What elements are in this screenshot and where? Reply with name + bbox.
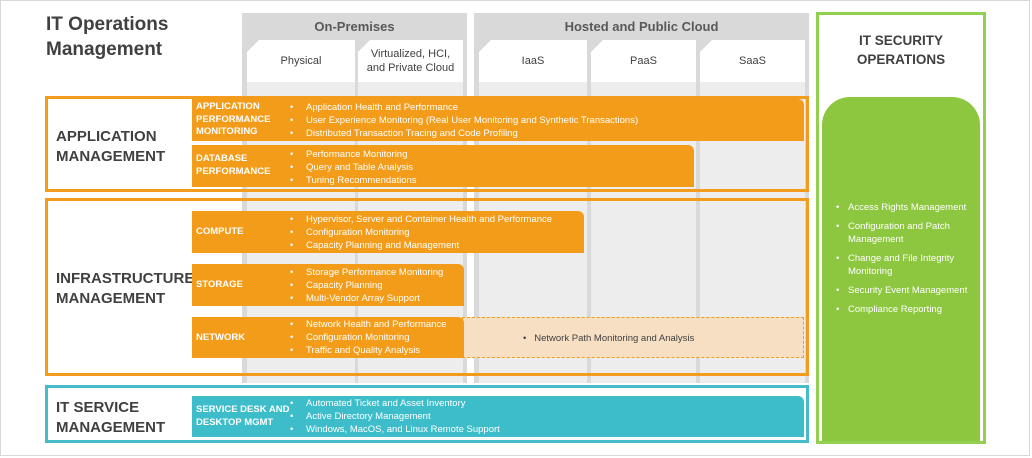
bar-item: Traffic and Quality Analysis [290, 344, 446, 357]
bar-item-list: Application Health and Performance User … [290, 101, 638, 140]
bar-title: STORAGE [196, 279, 243, 290]
security-item: Change and File Integrity Monitoring [832, 252, 972, 278]
column-header-saas: SaaS [700, 40, 805, 82]
bar-item-list: Hypervisor, Server and Container Health … [290, 213, 552, 252]
security-item-list: Access Rights Management Configuration a… [832, 201, 972, 322]
bar-item: Query and Table Analysis [290, 161, 417, 174]
bar-item: Performance Monitoring [290, 148, 417, 161]
bar-item: Configuration Monitoring [290, 226, 552, 239]
security-item: Security Event Management [832, 284, 972, 297]
column-header-iaas: IaaS [479, 40, 587, 82]
column-label: Physical [280, 55, 322, 67]
bar-application-performance-monitoring: APPLICATION PERFORMANCE MONITORING Appli… [192, 99, 804, 141]
section-application-management: APPLICATION MANAGEMENT [45, 96, 809, 192]
security-item: Configuration and Patch Management [832, 220, 972, 246]
bar-item: Capacity Planning [290, 279, 443, 292]
bar-item-list: Performance Monitoring Query and Table A… [290, 148, 417, 187]
section-label-infrastructure: INFRASTRUCTURE MANAGEMENT [56, 270, 195, 307]
section-label-service: IT SERVICE MANAGEMENT [56, 399, 166, 436]
bar-item: Automated Ticket and Asset Inventory [290, 397, 500, 410]
column-label: Virtualized, HCI, and Private Cloud [366, 48, 455, 74]
bar-item: User Experience Monitoring (Real User Mo… [290, 114, 638, 127]
column-label: IaaS [521, 55, 545, 67]
bar-item: Active Directory Management [290, 410, 500, 423]
bar-item: Windows, MacOS, and Linux Remote Support [290, 423, 500, 436]
bar-item: Storage Performance Monitoring [290, 266, 443, 279]
bar-service-desk: SERVICE DESK AND DESKTOP MGMT Automated … [192, 396, 804, 437]
group-label-on-premises: On-Premises [314, 19, 395, 34]
bar-item: Multi-Vendor Array Support [290, 292, 443, 305]
section-label-application: APPLICATION MANAGEMENT [56, 128, 166, 165]
security-item: Access Rights Management [832, 201, 972, 214]
column-header-physical: Physical [247, 40, 355, 82]
network-path-extension: • Network Path Monitoring and Analysis [462, 317, 804, 358]
group-label-hosted-cloud: Hosted and Public Cloud [564, 19, 719, 34]
bar-network: NETWORK Network Health and Performance C… [192, 317, 464, 358]
bar-title: COMPUTE [196, 226, 244, 237]
bar-item: Tuning Recommendations [290, 174, 417, 187]
bar-title: NETWORK [196, 332, 246, 343]
bar-item: Hypervisor, Server and Container Health … [290, 213, 552, 226]
security-panel: Access Rights Management Configuration a… [822, 97, 980, 441]
extension-item: • Network Path Monitoring and Analysis [523, 333, 695, 344]
security-title: IT SECURITY OPERATIONS [856, 33, 946, 67]
bar-item-list: Storage Performance Monitoring Capacity … [290, 266, 443, 305]
bar-item: Application Health and Performance [290, 101, 638, 114]
column-label: PaaS [630, 55, 657, 67]
security-operations-frame: IT SECURITY OPERATIONS Access Rights Man… [816, 12, 986, 444]
column-label: SaaS [739, 55, 766, 67]
bar-title: APPLICATION PERFORMANCE MONITORING [196, 101, 271, 137]
bar-item: Configuration Monitoring [290, 331, 446, 344]
section-infrastructure-management: INFRASTRUCTURE MANAGEMENT [45, 198, 809, 376]
extension-label: Network Path Monitoring and Analysis [534, 333, 695, 344]
bar-item-list: Automated Ticket and Asset Inventory Act… [290, 397, 500, 436]
security-item: Compliance Reporting [832, 303, 972, 316]
bar-item: Capacity Planning and Management [290, 239, 552, 252]
bar-compute: COMPUTE Hypervisor, Server and Container… [192, 211, 584, 253]
bar-item-list: Network Health and Performance Configura… [290, 318, 446, 357]
column-header-paas: PaaS [591, 40, 696, 82]
bar-item: Network Health and Performance [290, 318, 446, 331]
bar-storage: STORAGE Storage Performance Monitoring C… [192, 264, 464, 306]
bar-database-performance: DATABASE PERFORMANCE Performance Monitor… [192, 145, 694, 187]
bar-title: SERVICE DESK AND DESKTOP MGMT [196, 404, 290, 428]
page-title: IT Operations Management [46, 14, 169, 60]
section-it-service-management: IT SERVICE MANAGEMENT [45, 385, 809, 443]
bar-title: DATABASE PERFORMANCE [196, 153, 271, 177]
column-header-virtualized: Virtualized, HCI, and Private Cloud [358, 40, 463, 82]
bar-item: Distributed Transaction Tracing and Code… [290, 127, 638, 140]
